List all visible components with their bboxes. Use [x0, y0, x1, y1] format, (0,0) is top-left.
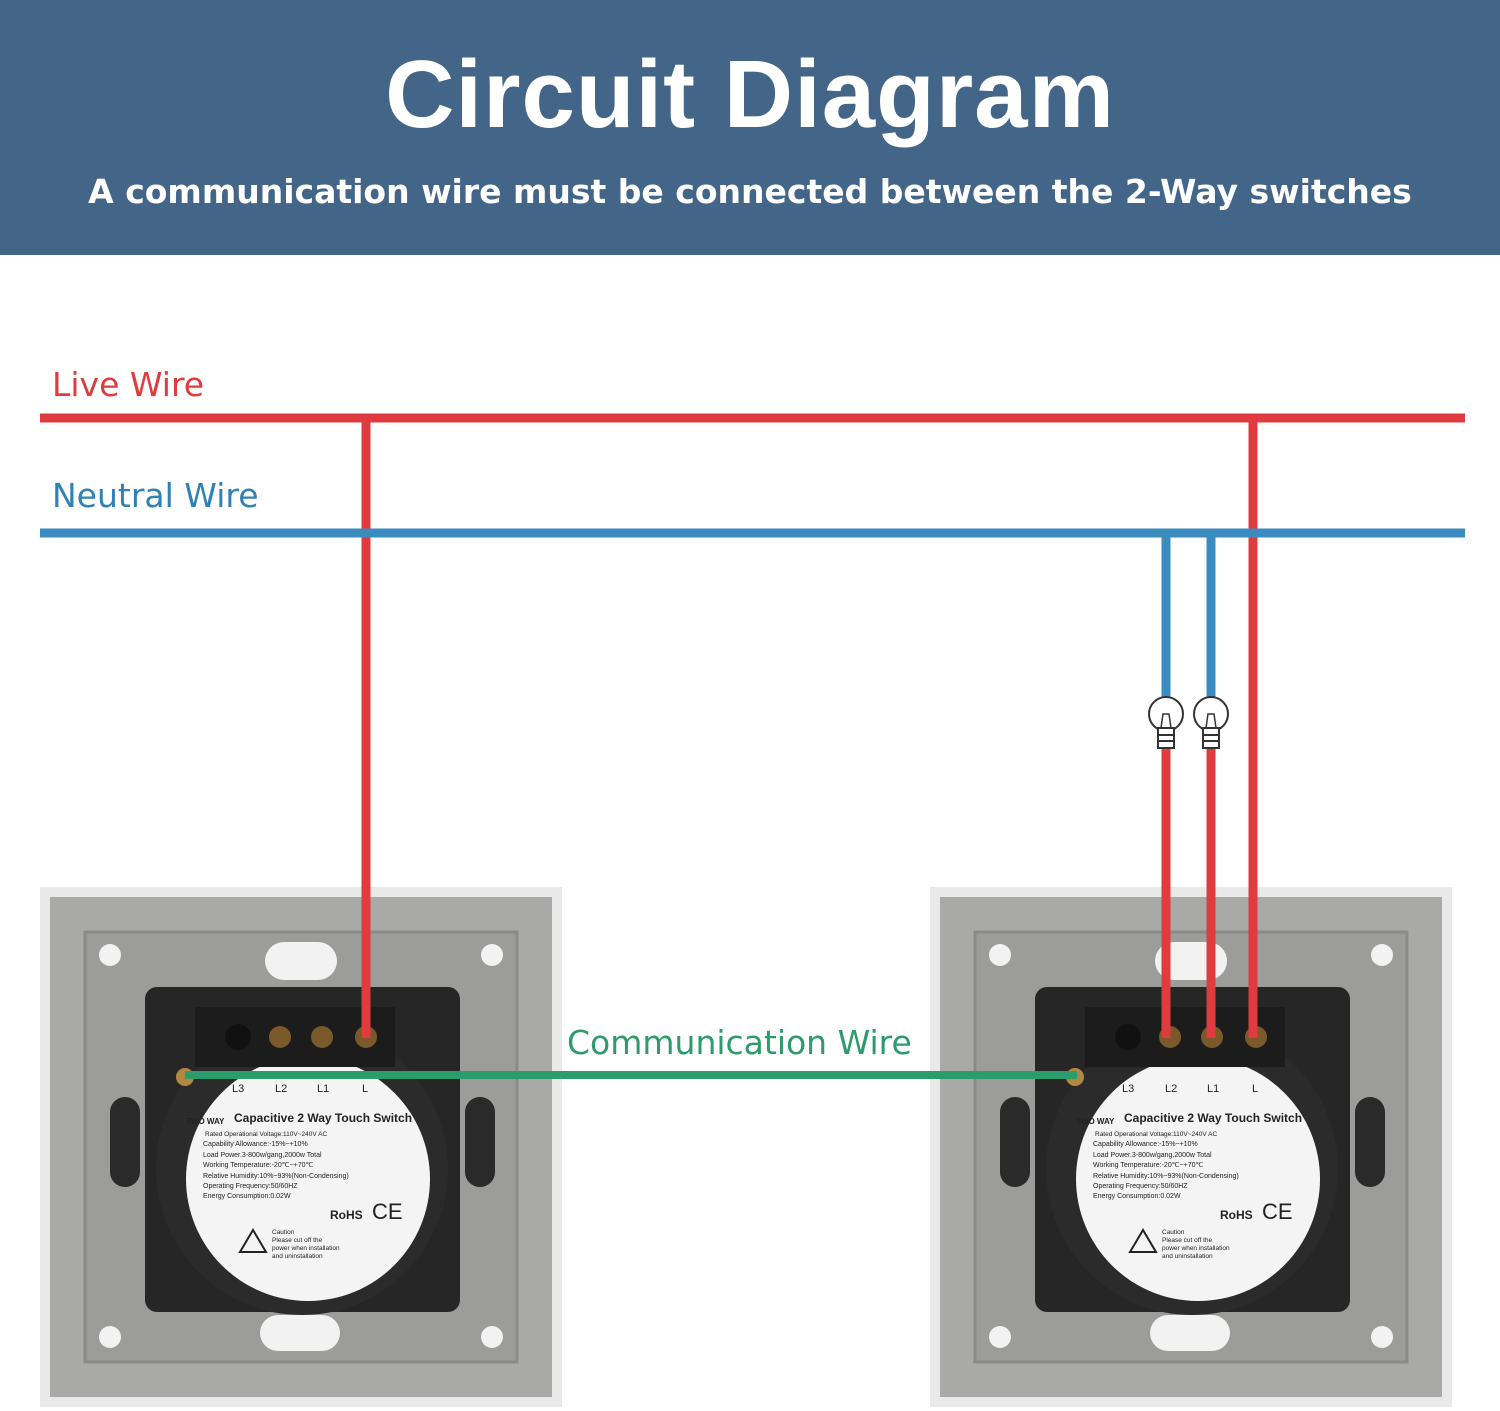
neutral-wire-label: Neutral Wire: [52, 476, 259, 515]
svg-text:power when installation: power when installation: [1162, 1245, 1230, 1252]
svg-text:Caution: Caution: [1162, 1229, 1185, 1236]
svg-text:Capability Allowance:-15%~+10%: Capability Allowance:-15%~+10%: [203, 1141, 308, 1148]
svg-text:Working Temperature:-20℃~+70℃: Working Temperature:-20℃~+70℃: [1093, 1162, 1204, 1169]
svg-text:Energy Consumption:0.02W: Energy Consumption:0.02W: [203, 1193, 291, 1200]
warning-icon: [238, 1228, 268, 1253]
svg-text:Please cut off the: Please cut off the: [1162, 1237, 1212, 1244]
svg-text:and uninstallation: and uninstallation: [1162, 1253, 1213, 1260]
svg-text:RoHS: RoHS: [330, 1208, 363, 1222]
page-title: Circuit Diagram: [385, 41, 1115, 148]
svg-text:Capacitive 2 Way Touch Switch: Capacitive 2 Way Touch Switch: [234, 1111, 412, 1125]
header-banner: Circuit Diagram A communication wire mus…: [0, 0, 1500, 255]
communication-wire-label: Communication Wire: [567, 1023, 912, 1062]
svg-text:Operating Frequency:50/60HZ: Operating Frequency:50/60HZ: [1093, 1183, 1188, 1190]
svg-text:Please cut off the: Please cut off the: [272, 1237, 322, 1244]
svg-text:L1: L1: [1207, 1083, 1219, 1095]
svg-text:Operating Frequency:50/60HZ: Operating Frequency:50/60HZ: [203, 1183, 298, 1190]
svg-text:L3: L3: [1122, 1083, 1134, 1095]
svg-text:CE: CE: [1262, 1199, 1293, 1224]
svg-text:Caution: Caution: [272, 1229, 295, 1236]
svg-text:RoHS: RoHS: [1220, 1208, 1253, 1222]
svg-text:Energy Consumption:0.02W: Energy Consumption:0.02W: [1093, 1193, 1181, 1200]
switch-label-left: L3 L2 L1 L TWO WAY Capacitive 2 Way Touc…: [186, 1083, 412, 1260]
svg-text:Load Power.3-800w/gang,2000w T: Load Power.3-800w/gang,2000w Total: [1093, 1152, 1212, 1159]
svg-text:L: L: [362, 1083, 368, 1095]
svg-text:L2: L2: [1165, 1083, 1177, 1095]
svg-text:Relative Humidity:10%~93%(Non-: Relative Humidity:10%~93%(Non-Condensing…: [1093, 1173, 1239, 1180]
warning-icon: [1128, 1228, 1158, 1253]
svg-text:TWO WAY: TWO WAY: [1076, 1117, 1115, 1126]
svg-text:Rated Operational Voltage:110V: Rated Operational Voltage:110V~240V AC: [205, 1131, 328, 1138]
svg-text:L2: L2: [275, 1083, 287, 1095]
svg-text:power when installation: power when installation: [272, 1245, 340, 1252]
svg-text:Working Temperature:-20℃~+70℃: Working Temperature:-20℃~+70℃: [203, 1162, 314, 1169]
svg-text:CE: CE: [372, 1199, 403, 1224]
live-wire-label: Live Wire: [52, 365, 205, 404]
switch-label-right: L3 L2 L1 L TWO WAY Capacitive 2 Way Touc…: [1076, 1083, 1302, 1260]
page-subtitle: A communication wire must be connected b…: [88, 172, 1412, 211]
svg-text:Relative Humidity:10%~93%(Non-: Relative Humidity:10%~93%(Non-Condensing…: [203, 1173, 349, 1180]
svg-text:and uninstallation: and uninstallation: [272, 1253, 323, 1260]
svg-text:L3: L3: [232, 1083, 244, 1095]
svg-text:Capacitive 2 Way Touch Switch: Capacitive 2 Way Touch Switch: [1124, 1111, 1302, 1125]
svg-text:Load Power.3-800w/gang,2000w T: Load Power.3-800w/gang,2000w Total: [203, 1152, 322, 1159]
svg-text:L: L: [1252, 1083, 1258, 1095]
svg-text:L1: L1: [317, 1083, 329, 1095]
svg-text:Rated Operational Voltage:110V: Rated Operational Voltage:110V~240V AC: [1095, 1131, 1218, 1138]
svg-text:Capability Allowance:-15%~+10%: Capability Allowance:-15%~+10%: [1093, 1141, 1198, 1148]
svg-text:TWO WAY: TWO WAY: [186, 1117, 225, 1126]
